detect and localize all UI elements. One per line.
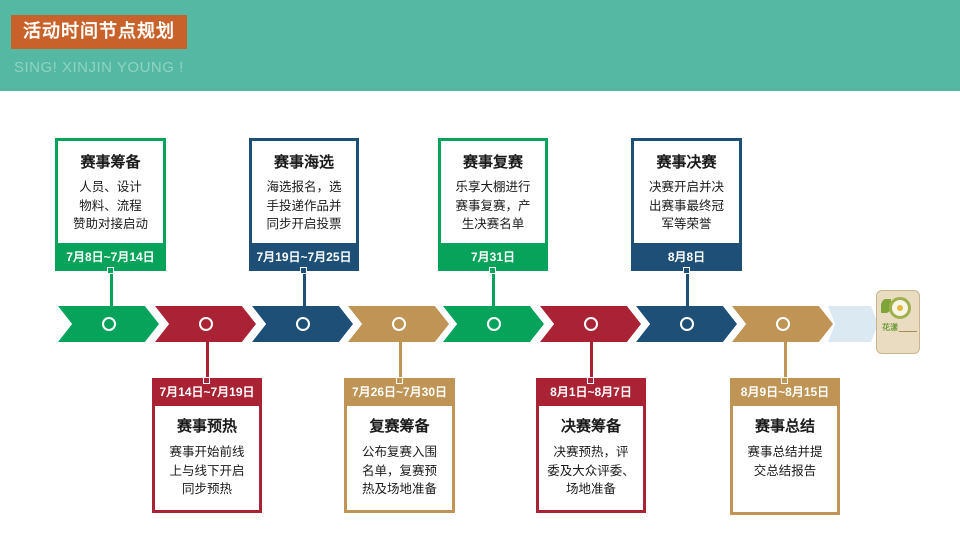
milestone-description: 乐享大棚进行赛事复赛，产生决赛名单 bbox=[441, 178, 545, 234]
description-line: 赛事开始前线 bbox=[169, 444, 245, 459]
connector-node bbox=[781, 377, 788, 384]
milestone-connector bbox=[489, 267, 496, 307]
milestone-connector bbox=[203, 341, 210, 384]
milestone-title: 赛事总结 bbox=[754, 417, 815, 435]
description-line: 生决赛名单 bbox=[461, 216, 525, 231]
description-line: 手投递作品并 bbox=[266, 197, 342, 213]
milestone-description: 赛事开始前线上与线下开启同步预热 bbox=[155, 443, 259, 499]
milestone-connector bbox=[395, 341, 403, 384]
description-line: 名单，复赛预 bbox=[361, 462, 437, 478]
milestone-title: 赛事海选 bbox=[273, 153, 334, 171]
timeline-node-circle bbox=[486, 317, 501, 331]
page-title: 活动时间节点规划 bbox=[11, 15, 187, 49]
timeline-arrow-6 bbox=[540, 306, 641, 342]
milestone-title: 决赛筹备 bbox=[560, 417, 621, 435]
description-line: 委及大众评委、 bbox=[547, 462, 635, 478]
timeline-arrow-7 bbox=[636, 306, 737, 342]
description-line: 乐享大棚进行 bbox=[455, 179, 531, 194]
description-line: 决赛开启并决 bbox=[648, 179, 724, 194]
description-line: 赛事复赛，产 bbox=[455, 197, 531, 213]
description-line: 交总结报告 bbox=[753, 462, 817, 478]
milestone-description: 公布复赛入围名单，复赛预热及场地准备 bbox=[347, 443, 452, 499]
leaf-icon bbox=[881, 299, 891, 313]
milestone-date: 7月19日~7月25日 bbox=[249, 243, 359, 271]
flower-core bbox=[897, 305, 903, 311]
connector-node bbox=[203, 377, 210, 384]
milestone-date: 8月8日 bbox=[631, 243, 742, 271]
timeline-arrow-9 bbox=[828, 306, 878, 342]
connector-node bbox=[489, 267, 496, 274]
milestone-date: 7月31日 bbox=[438, 243, 548, 271]
milestone-description: 决赛开启并决出赛事最终冠军等荣誉 bbox=[634, 178, 739, 234]
description-line: 决赛预热，评 bbox=[553, 444, 629, 459]
timeline-arrow-1 bbox=[58, 306, 159, 342]
timeline bbox=[0, 306, 960, 342]
description-line: 出赛事最终冠 bbox=[648, 197, 724, 213]
description-line: 赞助对接启动 bbox=[72, 216, 148, 231]
milestone-title: 赛事决赛 bbox=[656, 153, 717, 171]
milestone-connector bbox=[587, 341, 594, 384]
logo-text: 花漾 bbox=[882, 323, 898, 332]
timeline-node-circle bbox=[679, 317, 694, 331]
timeline-arrow-5 bbox=[443, 306, 544, 342]
connector-node bbox=[682, 267, 690, 274]
description-line: 上与线下开启 bbox=[169, 462, 245, 478]
milestone-description: 人员、设计物料、流程赞助对接启动 bbox=[58, 178, 163, 234]
milestone-connector bbox=[682, 267, 690, 307]
timeline-node-circle bbox=[295, 317, 310, 331]
description-line: 海选报名，选 bbox=[266, 179, 342, 194]
milestone-title: 复赛筹备 bbox=[369, 417, 430, 435]
description-line: 同步开启投票 bbox=[266, 216, 342, 231]
milestone-connector bbox=[106, 267, 114, 307]
milestone-title: 赛事预热 bbox=[176, 417, 237, 435]
description-line: 公布复赛入围 bbox=[361, 444, 437, 459]
timeline-node-circle bbox=[583, 317, 598, 331]
milestone-description: 赛事总结并提交总结报告 bbox=[733, 443, 837, 480]
logo-divider bbox=[899, 331, 917, 342]
timeline-arrow-8 bbox=[732, 306, 833, 342]
milestone-title: 赛事筹备 bbox=[80, 153, 141, 171]
flower-logo-icon: 花漾 bbox=[876, 290, 920, 354]
milestone-date: 7月8日~7月14日 bbox=[55, 243, 166, 271]
milestone-card: 赛事复赛乐享大棚进行赛事复赛，产生决赛名单 7月31日 bbox=[438, 138, 548, 271]
description-line: 军等荣誉 bbox=[661, 216, 712, 231]
connector-node bbox=[300, 267, 307, 274]
timeline-arrow-4 bbox=[348, 306, 449, 342]
timeline-node-circle bbox=[198, 317, 213, 331]
milestone-description: 海选报名，选手投递作品并同步开启投票 bbox=[252, 178, 356, 234]
milestone-card: 赛事筹备人员、设计物料、流程赞助对接启动 7月8日~7月14日 bbox=[55, 138, 166, 271]
milestone-description: 决赛预热，评委及大众评委、场地准备 bbox=[539, 443, 643, 499]
connector-node bbox=[587, 377, 594, 384]
connector-node bbox=[106, 267, 114, 274]
milestone-card: 赛事海选海选报名，选手投递作品并同步开启投票 7月19日~7月25日 bbox=[249, 138, 359, 271]
milestone-connector bbox=[300, 267, 307, 307]
description-line: 人员、设计 bbox=[79, 179, 142, 194]
timeline-node-circle bbox=[391, 317, 406, 331]
timeline-node-circle bbox=[101, 317, 116, 331]
timeline-arrow-2 bbox=[155, 306, 256, 342]
description-line: 赛事总结并提 bbox=[747, 444, 823, 459]
description-line: 物料、流程 bbox=[79, 197, 142, 213]
milestone-title: 赛事复赛 bbox=[462, 153, 523, 171]
timeline-arrow-3 bbox=[252, 306, 353, 342]
description-line: 场地准备 bbox=[565, 481, 616, 496]
milestone-connector bbox=[781, 341, 788, 384]
description-line: 同步预热 bbox=[181, 481, 232, 496]
milestone-card: 赛事决赛决赛开启并决出赛事最终冠军等荣誉 8月8日 bbox=[631, 138, 742, 271]
connector-node bbox=[395, 377, 403, 384]
description-line: 热及场地准备 bbox=[361, 481, 437, 496]
timeline-node-circle bbox=[775, 317, 790, 331]
page-subtitle: SING! XINJIN YOUNG ! bbox=[14, 59, 184, 76]
